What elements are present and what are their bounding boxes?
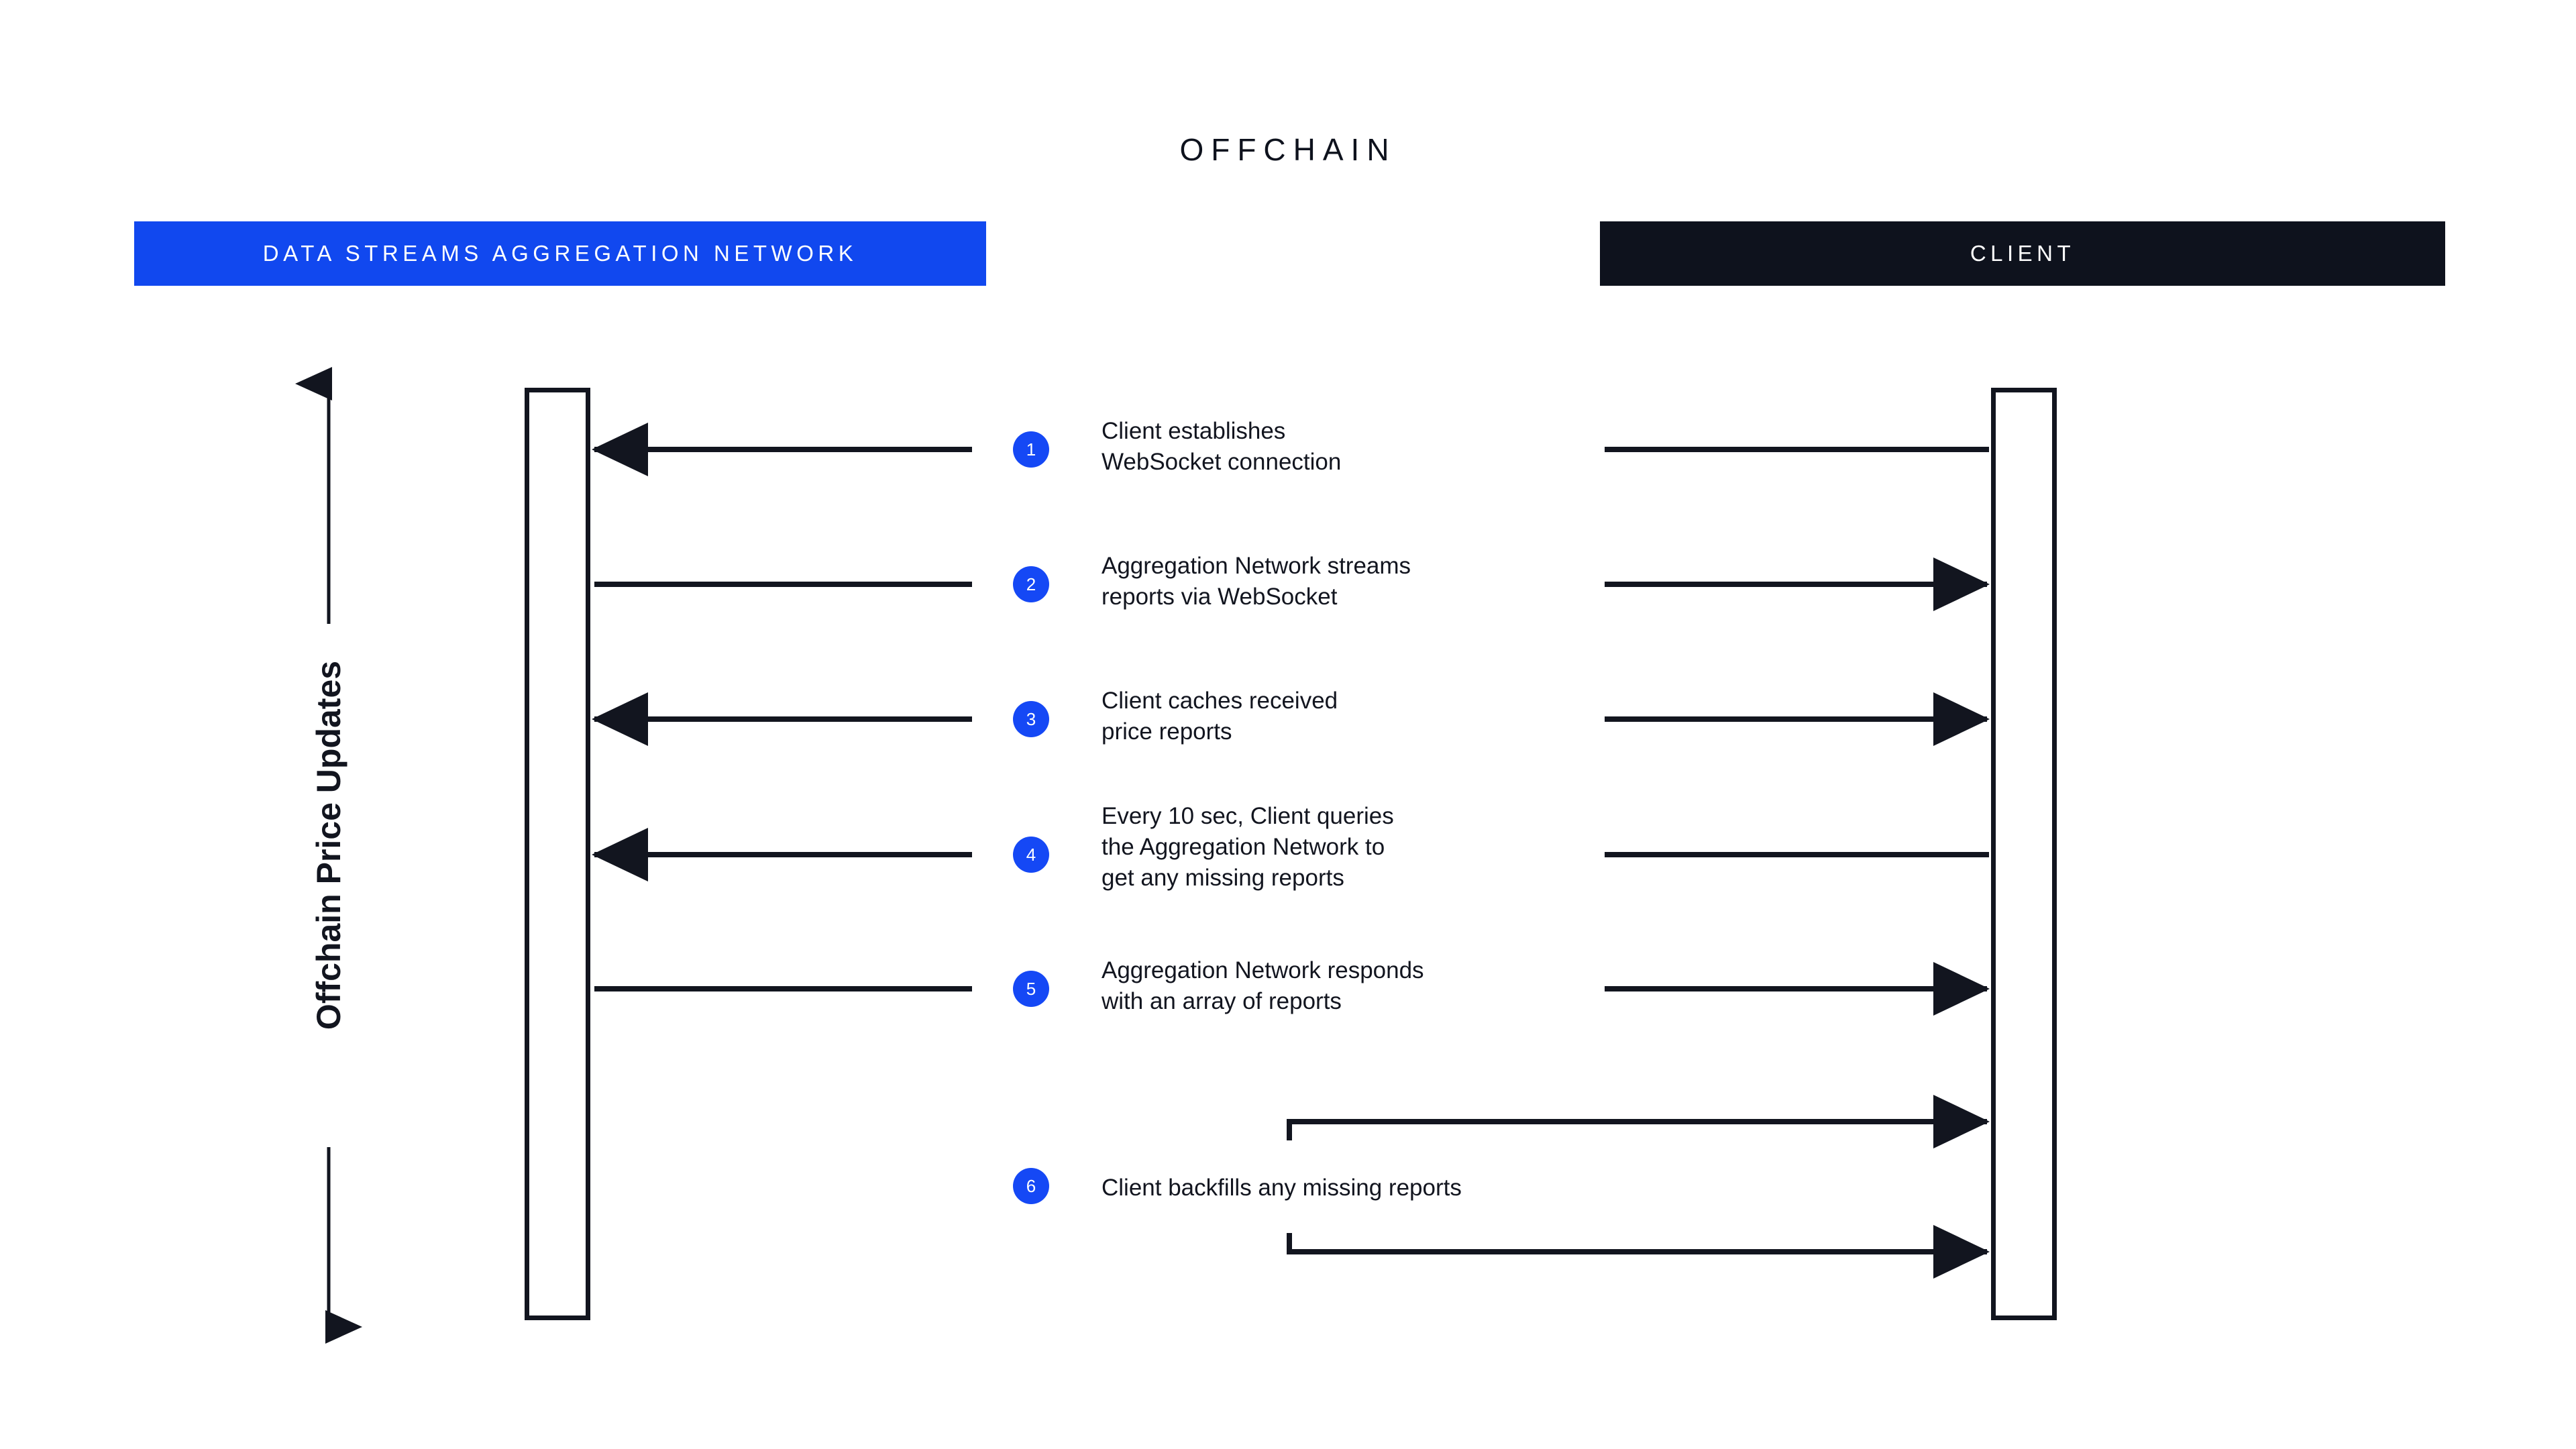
step-text-5: Aggregation Network responds with an arr… [1102, 957, 1424, 1015]
step-text-2: Aggregation Network streams reports via … [1102, 553, 1411, 610]
step-badge-6[interactable]: 6 [1013, 1168, 1049, 1204]
step-badge-3-number: 3 [1026, 709, 1036, 729]
step-badge-2[interactable]: 2 [1013, 566, 1049, 602]
step-badge-6-number: 6 [1026, 1176, 1036, 1196]
step-badge-4[interactable]: 4 [1013, 837, 1049, 873]
message-bracket-6-bottom [1287, 1225, 1990, 1279]
step-text-6: Client backfills any missing reports [1102, 1175, 1462, 1201]
actor-header-client-label: CLIENT [1970, 241, 2076, 266]
step-badge-3[interactable]: 3 [1013, 701, 1049, 737]
offchain-price-updates-axis [295, 367, 362, 1344]
step-text-3: Client caches received price reports [1102, 688, 1338, 745]
step-text-1: Client establishes WebSocket connection [1102, 418, 1342, 476]
page-title: OFFCHAIN [1179, 132, 1397, 167]
step-text-4: Every 10 sec, Client queries the Aggrega… [1102, 803, 1394, 892]
lifeline-client [1991, 388, 2057, 1320]
actor-header-aggregation-network: DATA STREAMS AGGREGATION NETWORK [134, 221, 986, 286]
step-badge-1[interactable]: 1 [1013, 431, 1049, 468]
step-badge-2-number: 2 [1026, 574, 1036, 594]
offchain-price-updates-label: Offchain Price Updates [310, 660, 347, 1030]
actor-header-aggregation-network-label: DATA STREAMS AGGREGATION NETWORK [262, 241, 858, 266]
lifeline-aggregation-network [525, 388, 590, 1320]
step-badge-4-number: 4 [1026, 845, 1036, 865]
step-badge-5-number: 5 [1026, 979, 1036, 999]
actor-header-client: CLIENT [1600, 221, 2445, 286]
step-badge-5[interactable]: 5 [1013, 971, 1049, 1007]
step-badge-1-number: 1 [1026, 439, 1036, 460]
message-bracket-6-top [1287, 1095, 1990, 1148]
